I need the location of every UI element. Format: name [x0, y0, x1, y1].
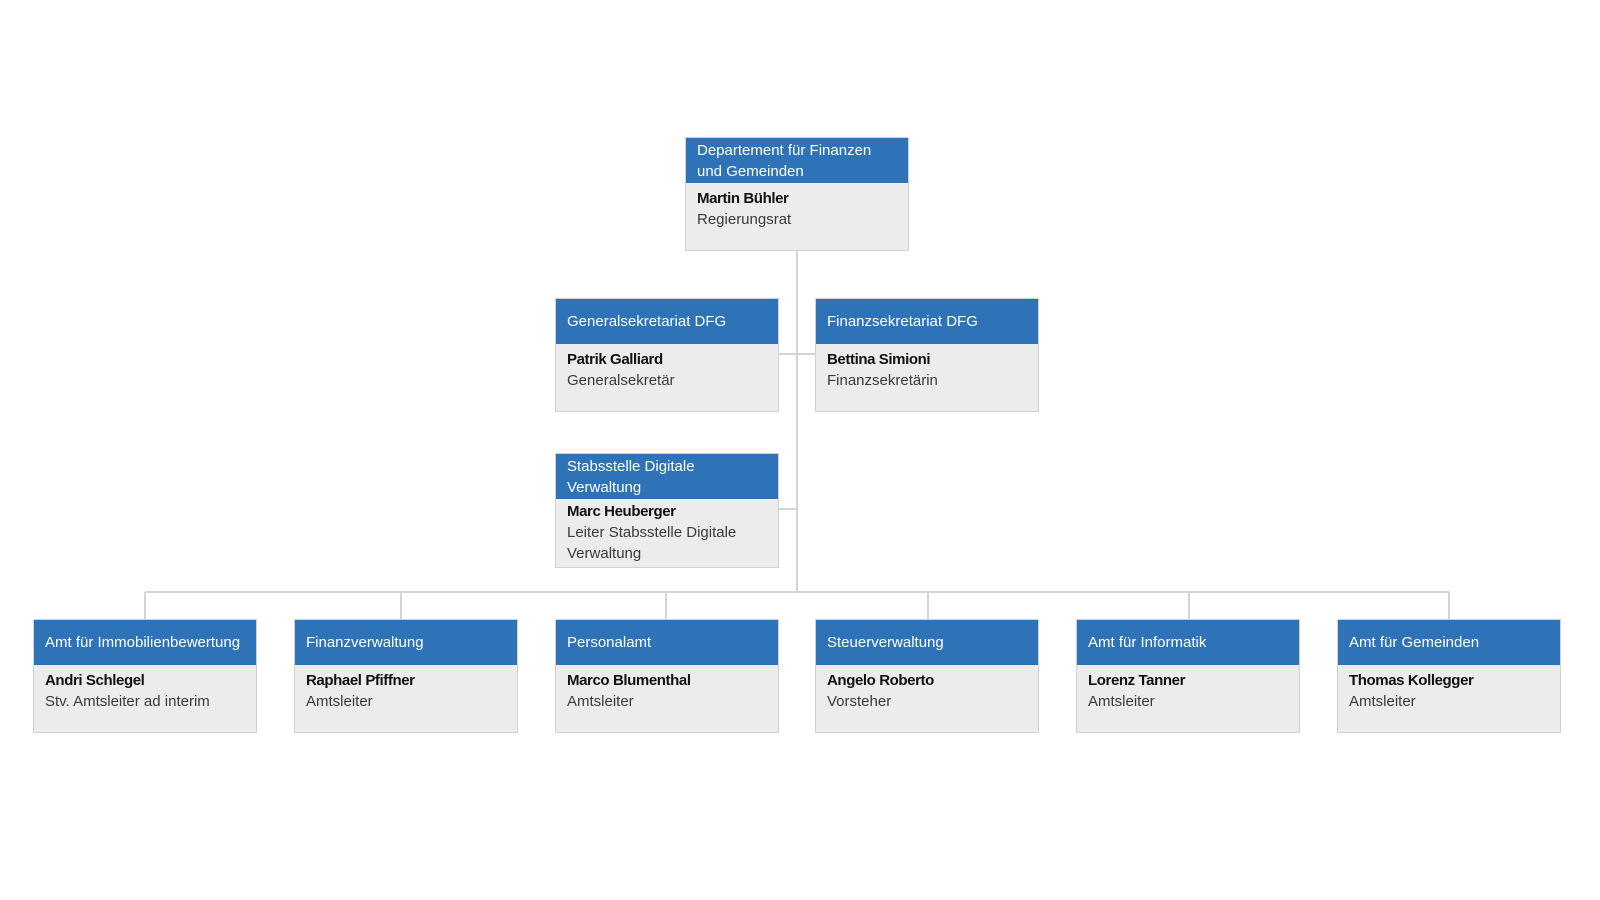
person-role: Amtsleiter: [306, 693, 373, 710]
unit-header: Generalsekretariat DFG: [556, 299, 778, 344]
office-unit-box: Amt für Informatik Lorenz Tanner Amtslei…: [1076, 619, 1300, 733]
person-name: Bettina Simioni: [827, 351, 931, 368]
unit-header: Steuerverwaltung: [816, 620, 1038, 665]
unit-header: Amt für Gemeinden: [1338, 620, 1560, 665]
person-role: Amtsleiter: [1088, 693, 1155, 710]
person-name: Angelo Roberto: [827, 672, 934, 689]
unit-header: Amt für Informatik: [1077, 620, 1299, 665]
person-role: Regierungsrat: [697, 211, 792, 228]
person-name: Patrik Galliard: [567, 351, 663, 368]
unit-header: Stabsstelle Digitale Verwaltung: [556, 454, 778, 499]
staff-unit-box: Finanzsekretariat DFG Bettina Simioni Fi…: [815, 298, 1039, 412]
person-name: Thomas Kollegger: [1349, 672, 1474, 689]
office-unit-box: Personalamt Marco Blumenthal Amtsleiter: [555, 619, 779, 733]
unit-header: Finanzsekretariat DFG: [816, 299, 1038, 344]
person-role: Amtsleiter: [567, 693, 634, 710]
unit-header: Finanzverwaltung: [295, 620, 517, 665]
office-unit-box: Amt für Gemeinden Thomas Kollegger Amtsl…: [1337, 619, 1561, 733]
office-unit-box: Finanzverwaltung Raphael Pfiffner Amtsle…: [294, 619, 518, 733]
unit-header: Personalamt: [556, 620, 778, 665]
top-unit-box: Departement für Finanzen und Gemeinden M…: [685, 137, 909, 251]
person-name: Lorenz Tanner: [1088, 672, 1186, 689]
office-unit-box: Amt für Immobilienbewertung Andri Schleg…: [33, 619, 257, 733]
person-role: Finanzsekretärin: [827, 372, 938, 389]
person-name: Martin Bühler: [697, 190, 789, 207]
person-role: Generalsekretär: [567, 372, 675, 389]
person-name: Marco Blumenthal: [567, 672, 691, 689]
person-name: Marc Heuberger: [567, 503, 676, 520]
unit-header: Amt für Immobilienbewertung: [34, 620, 256, 665]
person-role: Leiter Stabsstelle Digitale Verwaltung: [567, 524, 737, 562]
person-name: Andri Schlegel: [45, 672, 145, 689]
staff-unit-box: Stabsstelle Digitale Verwaltung Marc Heu…: [555, 453, 779, 568]
office-unit-box: Steuerverwaltung Angelo Roberto Vorstehe…: [815, 619, 1039, 733]
person-role: Vorsteher: [827, 693, 892, 710]
staff-unit-box: Generalsekretariat DFG Patrik Galliard G…: [555, 298, 779, 412]
person-name: Raphael Pfiffner: [306, 672, 415, 689]
person-role: Stv. Amtsleiter ad interim: [45, 693, 210, 710]
person-role: Amtsleiter: [1349, 693, 1416, 710]
unit-header: Departement für Finanzen und Gemeinden: [686, 138, 908, 183]
